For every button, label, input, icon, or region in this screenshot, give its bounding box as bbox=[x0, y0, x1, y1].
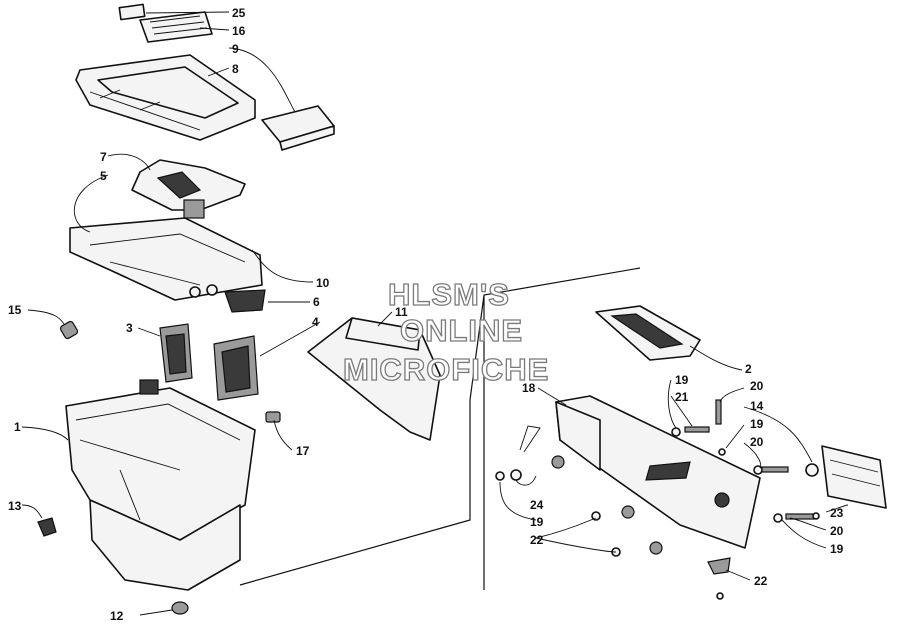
watermark: HLSM'S ONLINE MICROFICHE bbox=[342, 276, 549, 387]
drain-fitting bbox=[59, 320, 79, 340]
callout-22-b: 22 bbox=[754, 574, 768, 588]
callout-1: 1 bbox=[14, 420, 21, 434]
callout-19-a: 19 bbox=[675, 373, 689, 387]
callout-25: 25 bbox=[232, 6, 246, 20]
callout-8: 8 bbox=[232, 62, 239, 76]
frame-outline bbox=[239, 267, 641, 590]
callout-3: 3 bbox=[126, 321, 133, 335]
leader-lines bbox=[21, 11, 849, 616]
drain-plug bbox=[171, 601, 189, 615]
callout-15: 15 bbox=[8, 303, 22, 317]
callout-labels: 25 16 9 8 7 5 10 6 15 3 4 11 1 17 13 12 … bbox=[8, 6, 844, 623]
hose-clamp bbox=[37, 517, 57, 537]
air-box-housing bbox=[65, 379, 256, 591]
cover-label-plate bbox=[118, 3, 146, 21]
callout-18: 18 bbox=[522, 381, 536, 395]
callout-24: 24 bbox=[530, 498, 544, 512]
callout-19-c: 19 bbox=[530, 515, 544, 529]
callout-16: 16 bbox=[232, 24, 246, 38]
foam-filter-element bbox=[261, 105, 335, 151]
callout-11: 11 bbox=[395, 305, 408, 319]
intake-duct bbox=[131, 159, 246, 219]
callout-21: 21 bbox=[675, 390, 689, 404]
seal-gasket-2 bbox=[595, 305, 701, 361]
callout-10: 10 bbox=[316, 276, 330, 290]
grommet-pad bbox=[224, 289, 266, 313]
hardware bbox=[495, 399, 820, 600]
watermark-line-1: HLSM'S bbox=[388, 277, 510, 312]
callout-13: 13 bbox=[8, 499, 22, 513]
callout-23: 23 bbox=[830, 506, 844, 520]
callout-4: 4 bbox=[312, 315, 319, 329]
callout-14: 14 bbox=[750, 399, 764, 413]
callout-17: 17 bbox=[296, 444, 310, 458]
filter-pad-23 bbox=[821, 445, 887, 509]
callout-20-a: 20 bbox=[750, 379, 764, 393]
gasket-3 bbox=[159, 323, 193, 383]
watermark-line-2: ONLINE bbox=[400, 313, 523, 348]
callout-9: 9 bbox=[232, 42, 239, 56]
filter-screen bbox=[139, 11, 213, 43]
callout-6: 6 bbox=[313, 295, 320, 309]
callout-22-a: 22 bbox=[530, 533, 544, 547]
gasket-4 bbox=[213, 335, 259, 401]
watermark-line-3: MICROFICHE bbox=[343, 352, 549, 387]
callout-12: 12 bbox=[110, 609, 124, 623]
callout-20-c: 20 bbox=[830, 524, 844, 538]
callout-20-b: 20 bbox=[750, 435, 764, 449]
spring-clip bbox=[265, 411, 281, 423]
air-box-base-plate bbox=[69, 217, 263, 301]
callout-19-b: 19 bbox=[750, 417, 764, 431]
silencer-plenum bbox=[555, 395, 761, 549]
callout-2: 2 bbox=[745, 362, 752, 376]
callout-5: 5 bbox=[100, 169, 107, 183]
callout-19-d: 19 bbox=[830, 542, 844, 556]
intake-box bbox=[307, 317, 441, 441]
air-box-cover bbox=[75, 54, 256, 141]
callout-7: 7 bbox=[100, 150, 107, 164]
